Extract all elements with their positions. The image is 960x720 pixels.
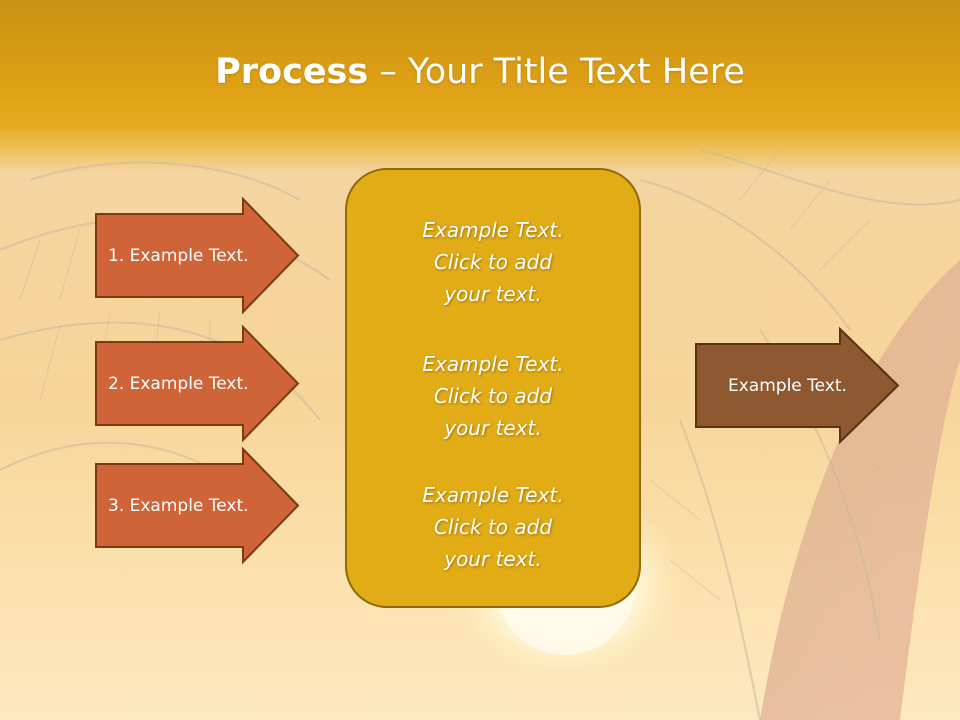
title-bold-text: Process (215, 52, 369, 92)
process-step-arrow-2: 2. Example Text. (95, 324, 300, 443)
center-text-line: your text. (444, 416, 542, 440)
center-text-line: your text. (444, 547, 542, 571)
process-step-arrow-3: 3. Example Text. (95, 446, 300, 565)
process-step-label-1: 1. Example Text. (108, 245, 249, 266)
center-text-block-1: Example Text. Click to add your text. (347, 214, 639, 310)
title-rest-text: – Your Title Text Here (368, 52, 745, 92)
center-text-line: Click to add (433, 250, 553, 274)
slide-title: Process – Your Title Text Here (0, 52, 960, 92)
process-result-label: Example Text. (728, 375, 847, 396)
center-text-line: Click to add (433, 515, 553, 539)
center-text-block-2: Example Text. Click to add your text. (347, 348, 639, 444)
center-text-block-3: Example Text. Click to add your text. (347, 479, 639, 575)
process-result-arrow: Example Text. (695, 326, 900, 445)
center-text-line: Click to add (433, 384, 553, 408)
center-text-line: Example Text. (422, 352, 564, 376)
center-text-line: Example Text. (422, 218, 564, 242)
process-step-label-2: 2. Example Text. (108, 373, 249, 394)
process-step-arrow-1: 1. Example Text. (95, 196, 300, 315)
center-process-box: Example Text. Click to add your text. Ex… (345, 168, 641, 608)
center-text-line: your text. (444, 282, 542, 306)
process-step-label-3: 3. Example Text. (108, 495, 249, 516)
center-text-line: Example Text. (422, 483, 564, 507)
